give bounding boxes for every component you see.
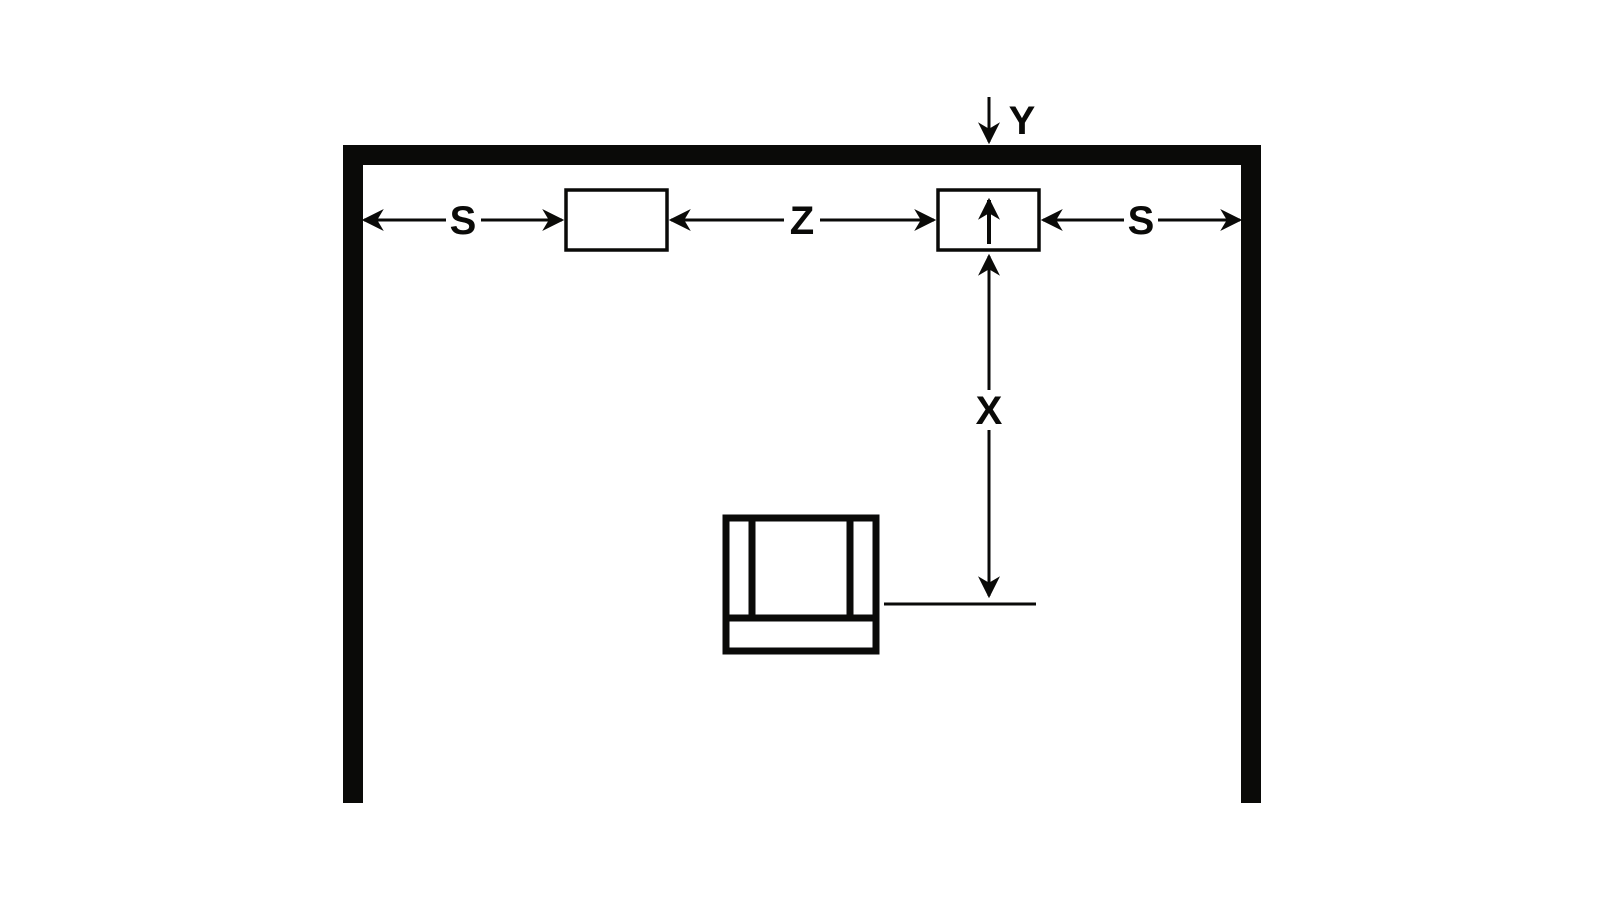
label-z: Z <box>790 199 814 243</box>
label-x: X <box>976 389 1003 433</box>
room-walls <box>343 145 1261 803</box>
label-y: Y <box>1009 99 1036 143</box>
speaker-left <box>564 188 669 252</box>
label-s-right: S <box>1128 199 1155 243</box>
armchair <box>722 514 880 655</box>
label-s-left: S <box>450 199 477 243</box>
